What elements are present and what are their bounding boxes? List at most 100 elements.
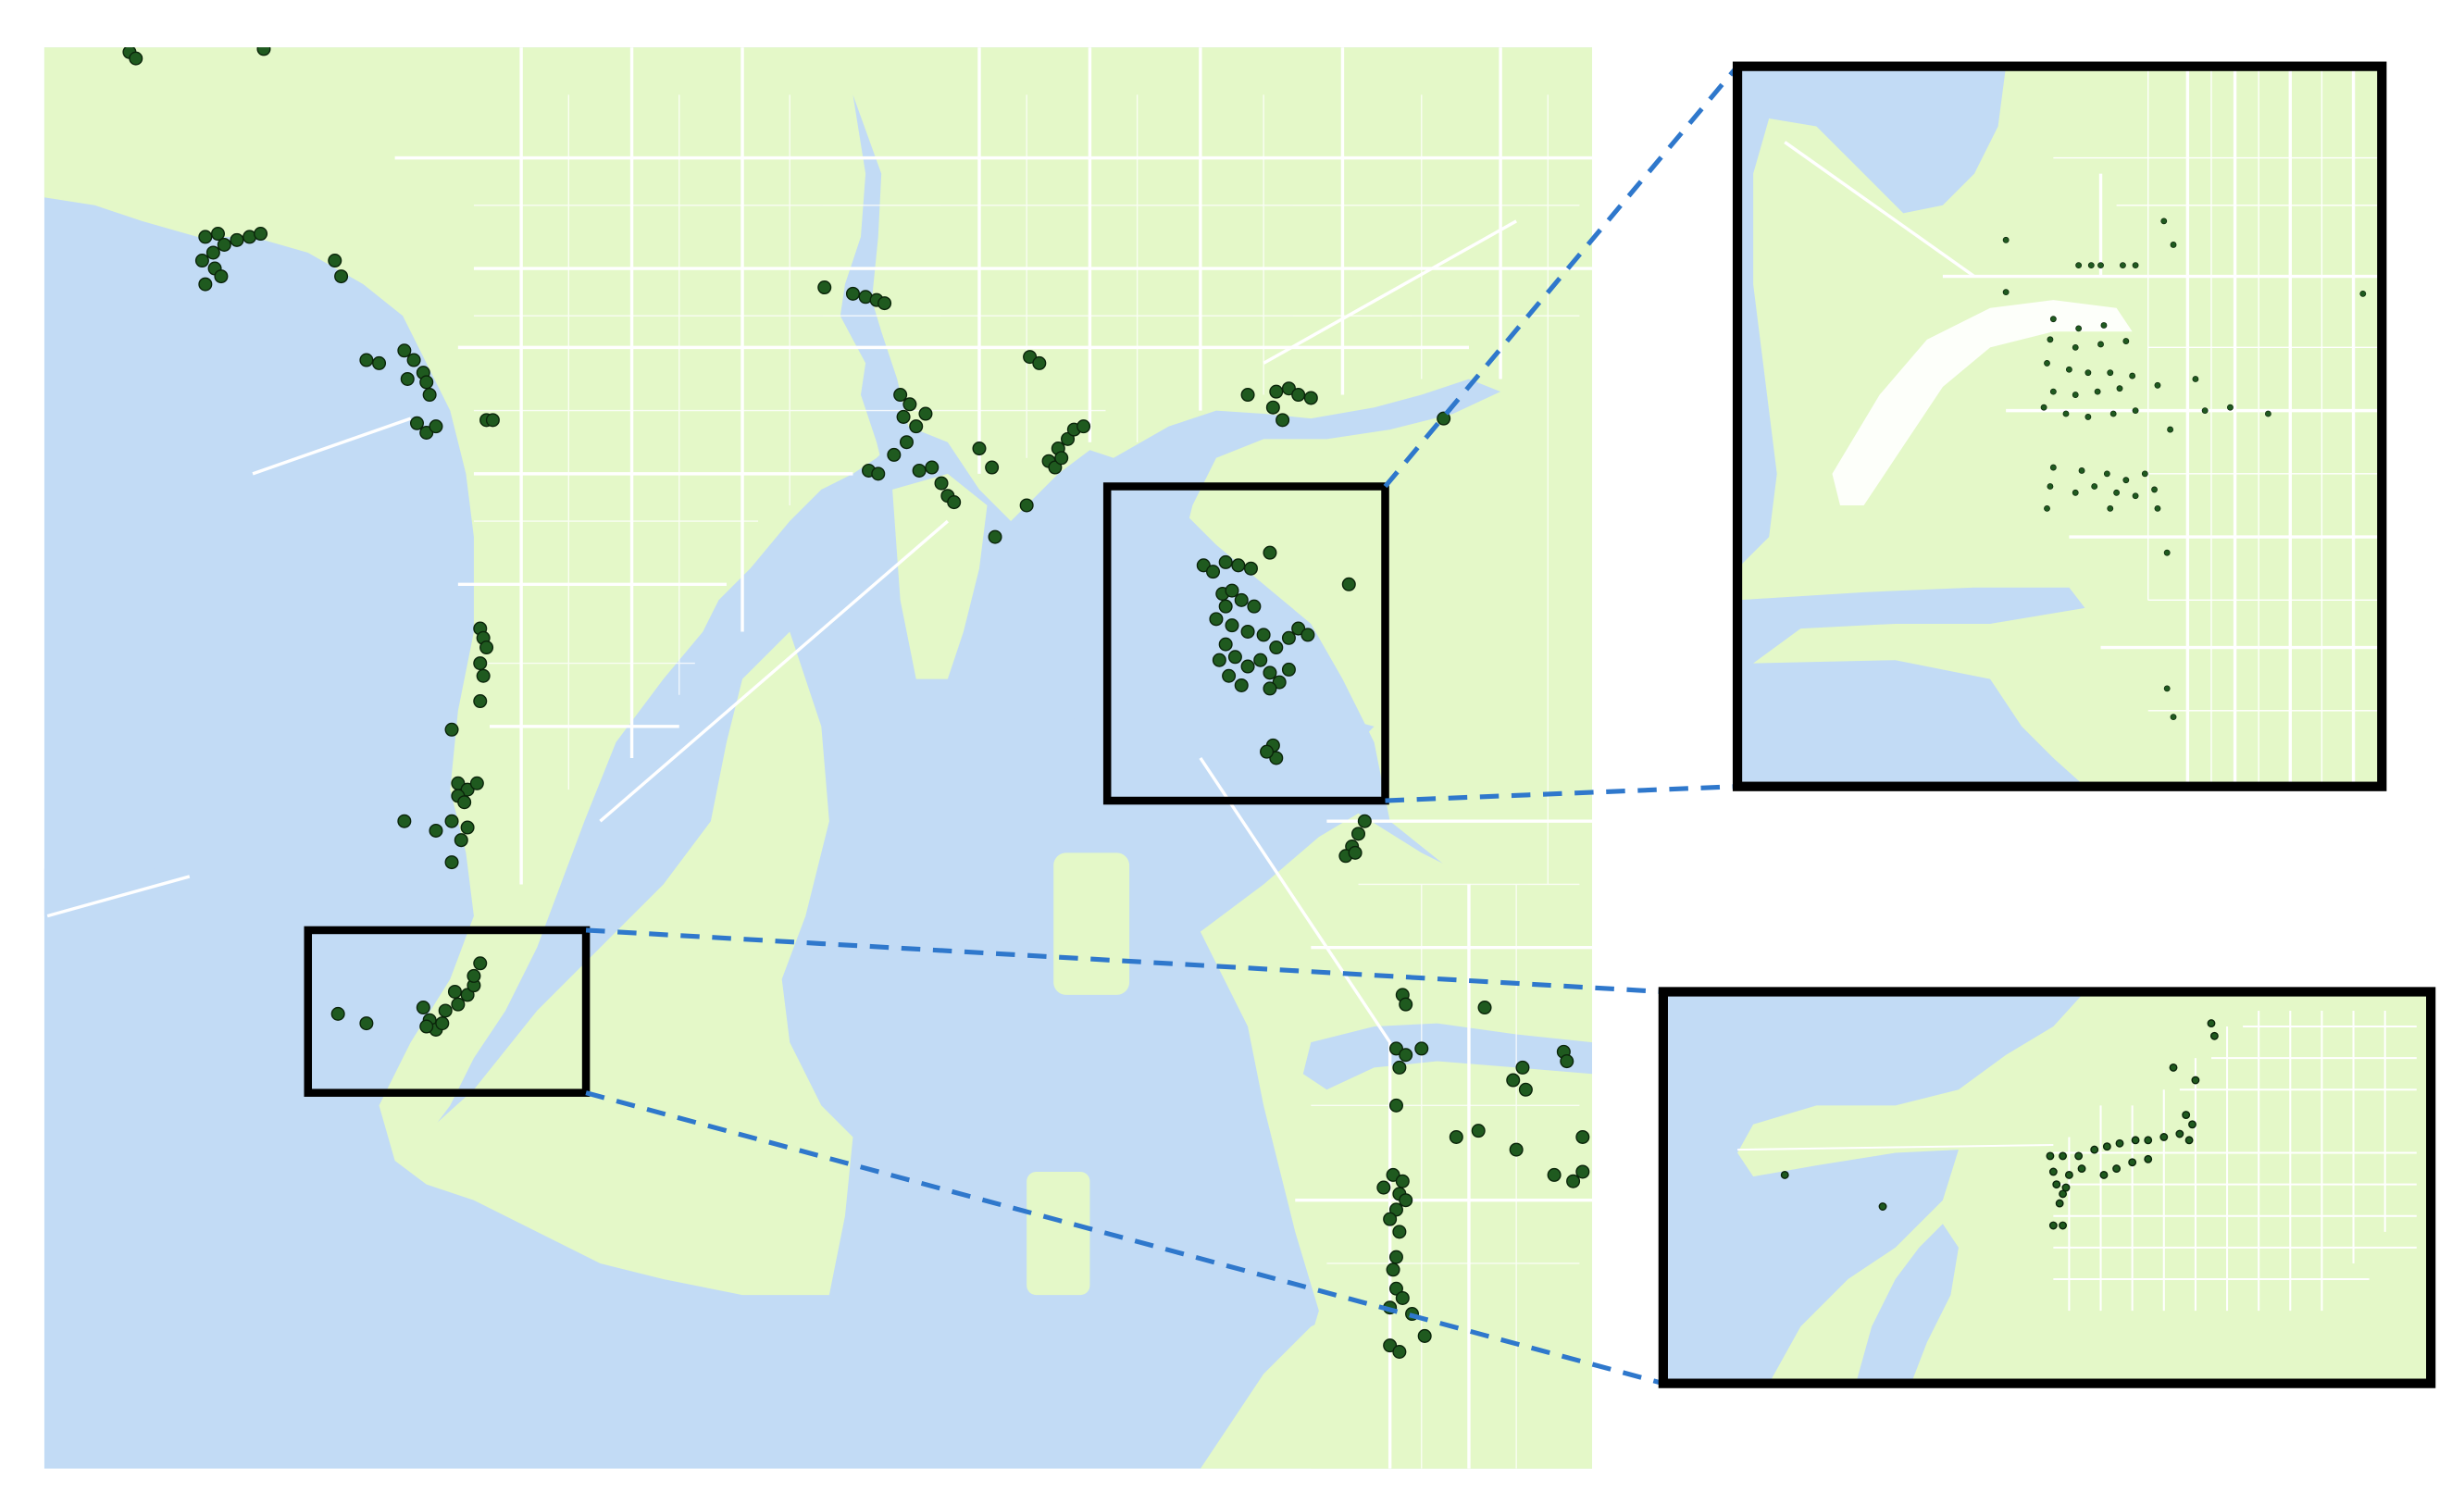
incident-point	[887, 447, 902, 462]
incident-point	[2074, 1151, 2084, 1161]
incident-point	[1414, 1041, 1429, 1056]
incident-point	[871, 466, 886, 481]
incident-point	[1395, 1290, 1410, 1305]
incident-point	[1388, 1281, 1403, 1296]
incident-point	[2044, 504, 2050, 512]
incident-point	[1276, 413, 1290, 428]
incident-point	[1269, 751, 1284, 765]
incident-point	[918, 406, 933, 421]
incident-point	[1240, 388, 1255, 403]
incident-point	[429, 419, 443, 434]
incident-point	[479, 641, 494, 655]
incident-point	[447, 984, 462, 999]
incident-point	[429, 823, 443, 838]
incident-point	[2112, 1164, 2122, 1174]
inlet-west	[44, 860, 190, 916]
incident-point	[912, 463, 927, 478]
incident-point	[2107, 369, 2114, 377]
incident-point	[1061, 431, 1076, 446]
incident-point	[2047, 336, 2054, 343]
incident-point	[2072, 343, 2079, 351]
incident-point	[2129, 372, 2136, 379]
incident-point	[2061, 1183, 2071, 1192]
incident-point	[2084, 369, 2092, 377]
incident-point	[1388, 1098, 1403, 1113]
incident-point	[2090, 1145, 2099, 1154]
center-spit	[892, 473, 988, 679]
inset-top-roads-fine	[2053, 66, 2383, 787]
incident-point	[2084, 414, 2092, 420]
incident-point	[2094, 388, 2101, 395]
incident-point	[2192, 376, 2199, 382]
inset-top-points	[2002, 218, 2367, 721]
incident-point	[909, 419, 924, 434]
inlet-harbor	[1074, 707, 1375, 746]
incident-point	[2144, 1154, 2153, 1163]
incident-point	[2209, 1031, 2219, 1040]
road-network-fine	[473, 94, 1580, 1469]
inset-top-runway	[1832, 300, 2133, 505]
incident-point	[2132, 492, 2139, 500]
incident-point	[1300, 628, 1315, 642]
incident-point	[1477, 1001, 1492, 1015]
incident-point	[1253, 653, 1268, 667]
incident-point	[1291, 621, 1306, 636]
incident-point	[985, 460, 1000, 475]
incident-point	[2131, 1136, 2140, 1145]
incident-point	[2132, 407, 2139, 415]
incident-point	[1386, 1262, 1400, 1277]
incident-point	[1291, 388, 1306, 403]
incident-point	[1383, 1212, 1398, 1226]
incident-point	[2359, 290, 2367, 297]
incident-point	[2116, 385, 2123, 392]
incident-point	[934, 476, 949, 491]
incident-point	[1392, 1344, 1407, 1360]
incident-point	[947, 495, 962, 510]
incident-point	[2077, 1164, 2086, 1174]
incident-point	[469, 776, 484, 790]
incident-point	[2170, 714, 2177, 721]
incident-point	[2046, 1151, 2055, 1161]
inset-top	[1737, 66, 2383, 787]
incident-point	[444, 722, 459, 737]
incident-point	[1260, 744, 1275, 759]
incident-point	[1247, 599, 1262, 614]
incident-point	[2120, 262, 2126, 269]
incident-point	[1392, 1060, 1407, 1075]
inlet-south	[1302, 1023, 1593, 1090]
incident-point	[2128, 1158, 2137, 1167]
incident-point	[2184, 1136, 2194, 1145]
incident-point	[1048, 460, 1063, 475]
incident-point	[2170, 242, 2177, 248]
incident-point	[210, 227, 225, 242]
incident-point	[467, 968, 481, 983]
incident-point	[902, 397, 917, 412]
inset-top-roads	[1784, 66, 2383, 787]
incident-point	[1269, 641, 1284, 655]
incident-point	[1263, 545, 1277, 560]
connector-southwest-bottom	[585, 1090, 1664, 1387]
incident-point	[896, 409, 911, 424]
incident-point	[451, 997, 466, 1012]
incident-point	[419, 425, 434, 441]
incident-point	[1575, 1129, 1590, 1144]
incident-point	[2097, 262, 2104, 269]
incident-point	[1388, 1041, 1403, 1056]
incident-point	[2049, 316, 2057, 323]
lower-east-land	[1200, 1262, 1593, 1469]
incident-point	[1227, 650, 1242, 665]
incident-point	[1196, 558, 1211, 573]
incident-point	[2191, 1076, 2200, 1085]
incident-point	[1518, 1082, 1533, 1097]
inset-top-frame	[1732, 61, 2387, 791]
incident-point	[2188, 1120, 2196, 1129]
incident-point	[2059, 1189, 2068, 1199]
incident-point	[1032, 355, 1047, 370]
incident-point	[397, 814, 412, 828]
incident-point	[1395, 1174, 1410, 1188]
inset-bottom-water	[1662, 991, 2085, 1384]
incident-point	[925, 460, 940, 475]
inset-bottom	[1662, 991, 2432, 1384]
incident-point	[2122, 477, 2130, 484]
incident-point	[419, 1019, 434, 1034]
